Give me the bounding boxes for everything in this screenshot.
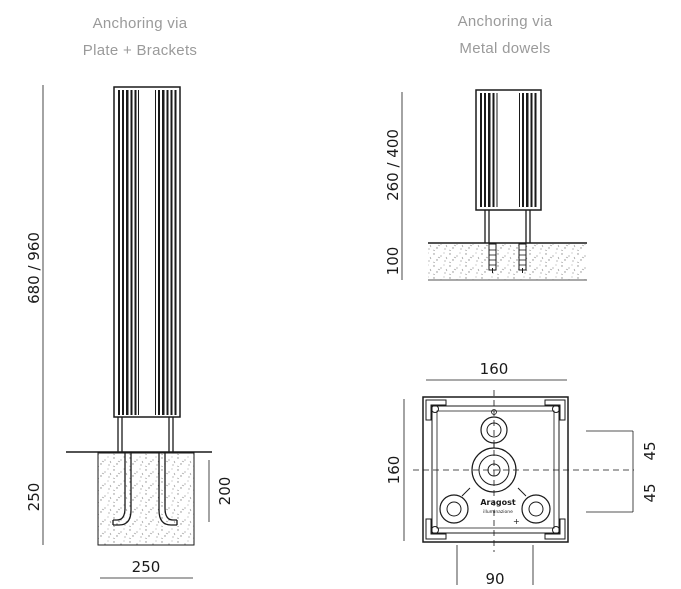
dim-plan-offset-upper: 45 [641,441,659,460]
left-brackets [112,452,178,526]
base-plate-plan: 160 160 [385,360,659,588]
plate-logo: Aragost illuminazione [480,498,516,515]
dim-plan-height: 160 [385,456,403,485]
right-elevation: 260 / 400 100 [384,89,587,281]
svg-text:illuminazione: illuminazione [483,509,513,515]
plate-outline [422,396,569,543]
dim-right-height: 260 / 400 [384,129,402,201]
plate-corner-brackets [425,399,566,540]
heading-left-line1: Anchoring via [93,15,188,32]
left-bollard-body [113,86,181,418]
right-legs [484,210,531,243]
right-bollard-fins [480,93,537,207]
right-dowels [488,243,527,273]
dim-right-dowel-depth: 100 [384,247,402,276]
heading-right-line1: Anchoring via [458,13,553,30]
dim-plan-width: 160 [480,360,509,378]
dim-left-height: 680 / 960 [25,232,43,304]
heading-right: Anchoring via Metal dowels [458,13,553,57]
right-bollard-body [475,89,542,211]
left-elevation: 680 / 960 250 200 250 [25,85,234,579]
dim-left-foundation-width: 250 [132,558,161,576]
heading-left-line2: Plate + Brackets [83,42,197,59]
right-ground-concrete [428,244,587,280]
dim-plan-bottom: 90 [485,570,504,588]
dim-left-foundation-depth: 250 [25,483,43,512]
heading-right-line2: Metal dowels [459,40,550,57]
left-foundation [97,452,195,546]
svg-text:+: + [513,517,520,526]
heading-left: Anchoring via Plate + Brackets [83,15,197,59]
left-legs [117,417,174,452]
plate-bosses [439,409,551,524]
dim-left-bracket-depth: 200 [216,477,234,506]
svg-text:Aragost: Aragost [480,498,516,507]
left-bollard-fins [118,90,177,415]
dim-plan-offset-lower: 45 [641,483,659,502]
